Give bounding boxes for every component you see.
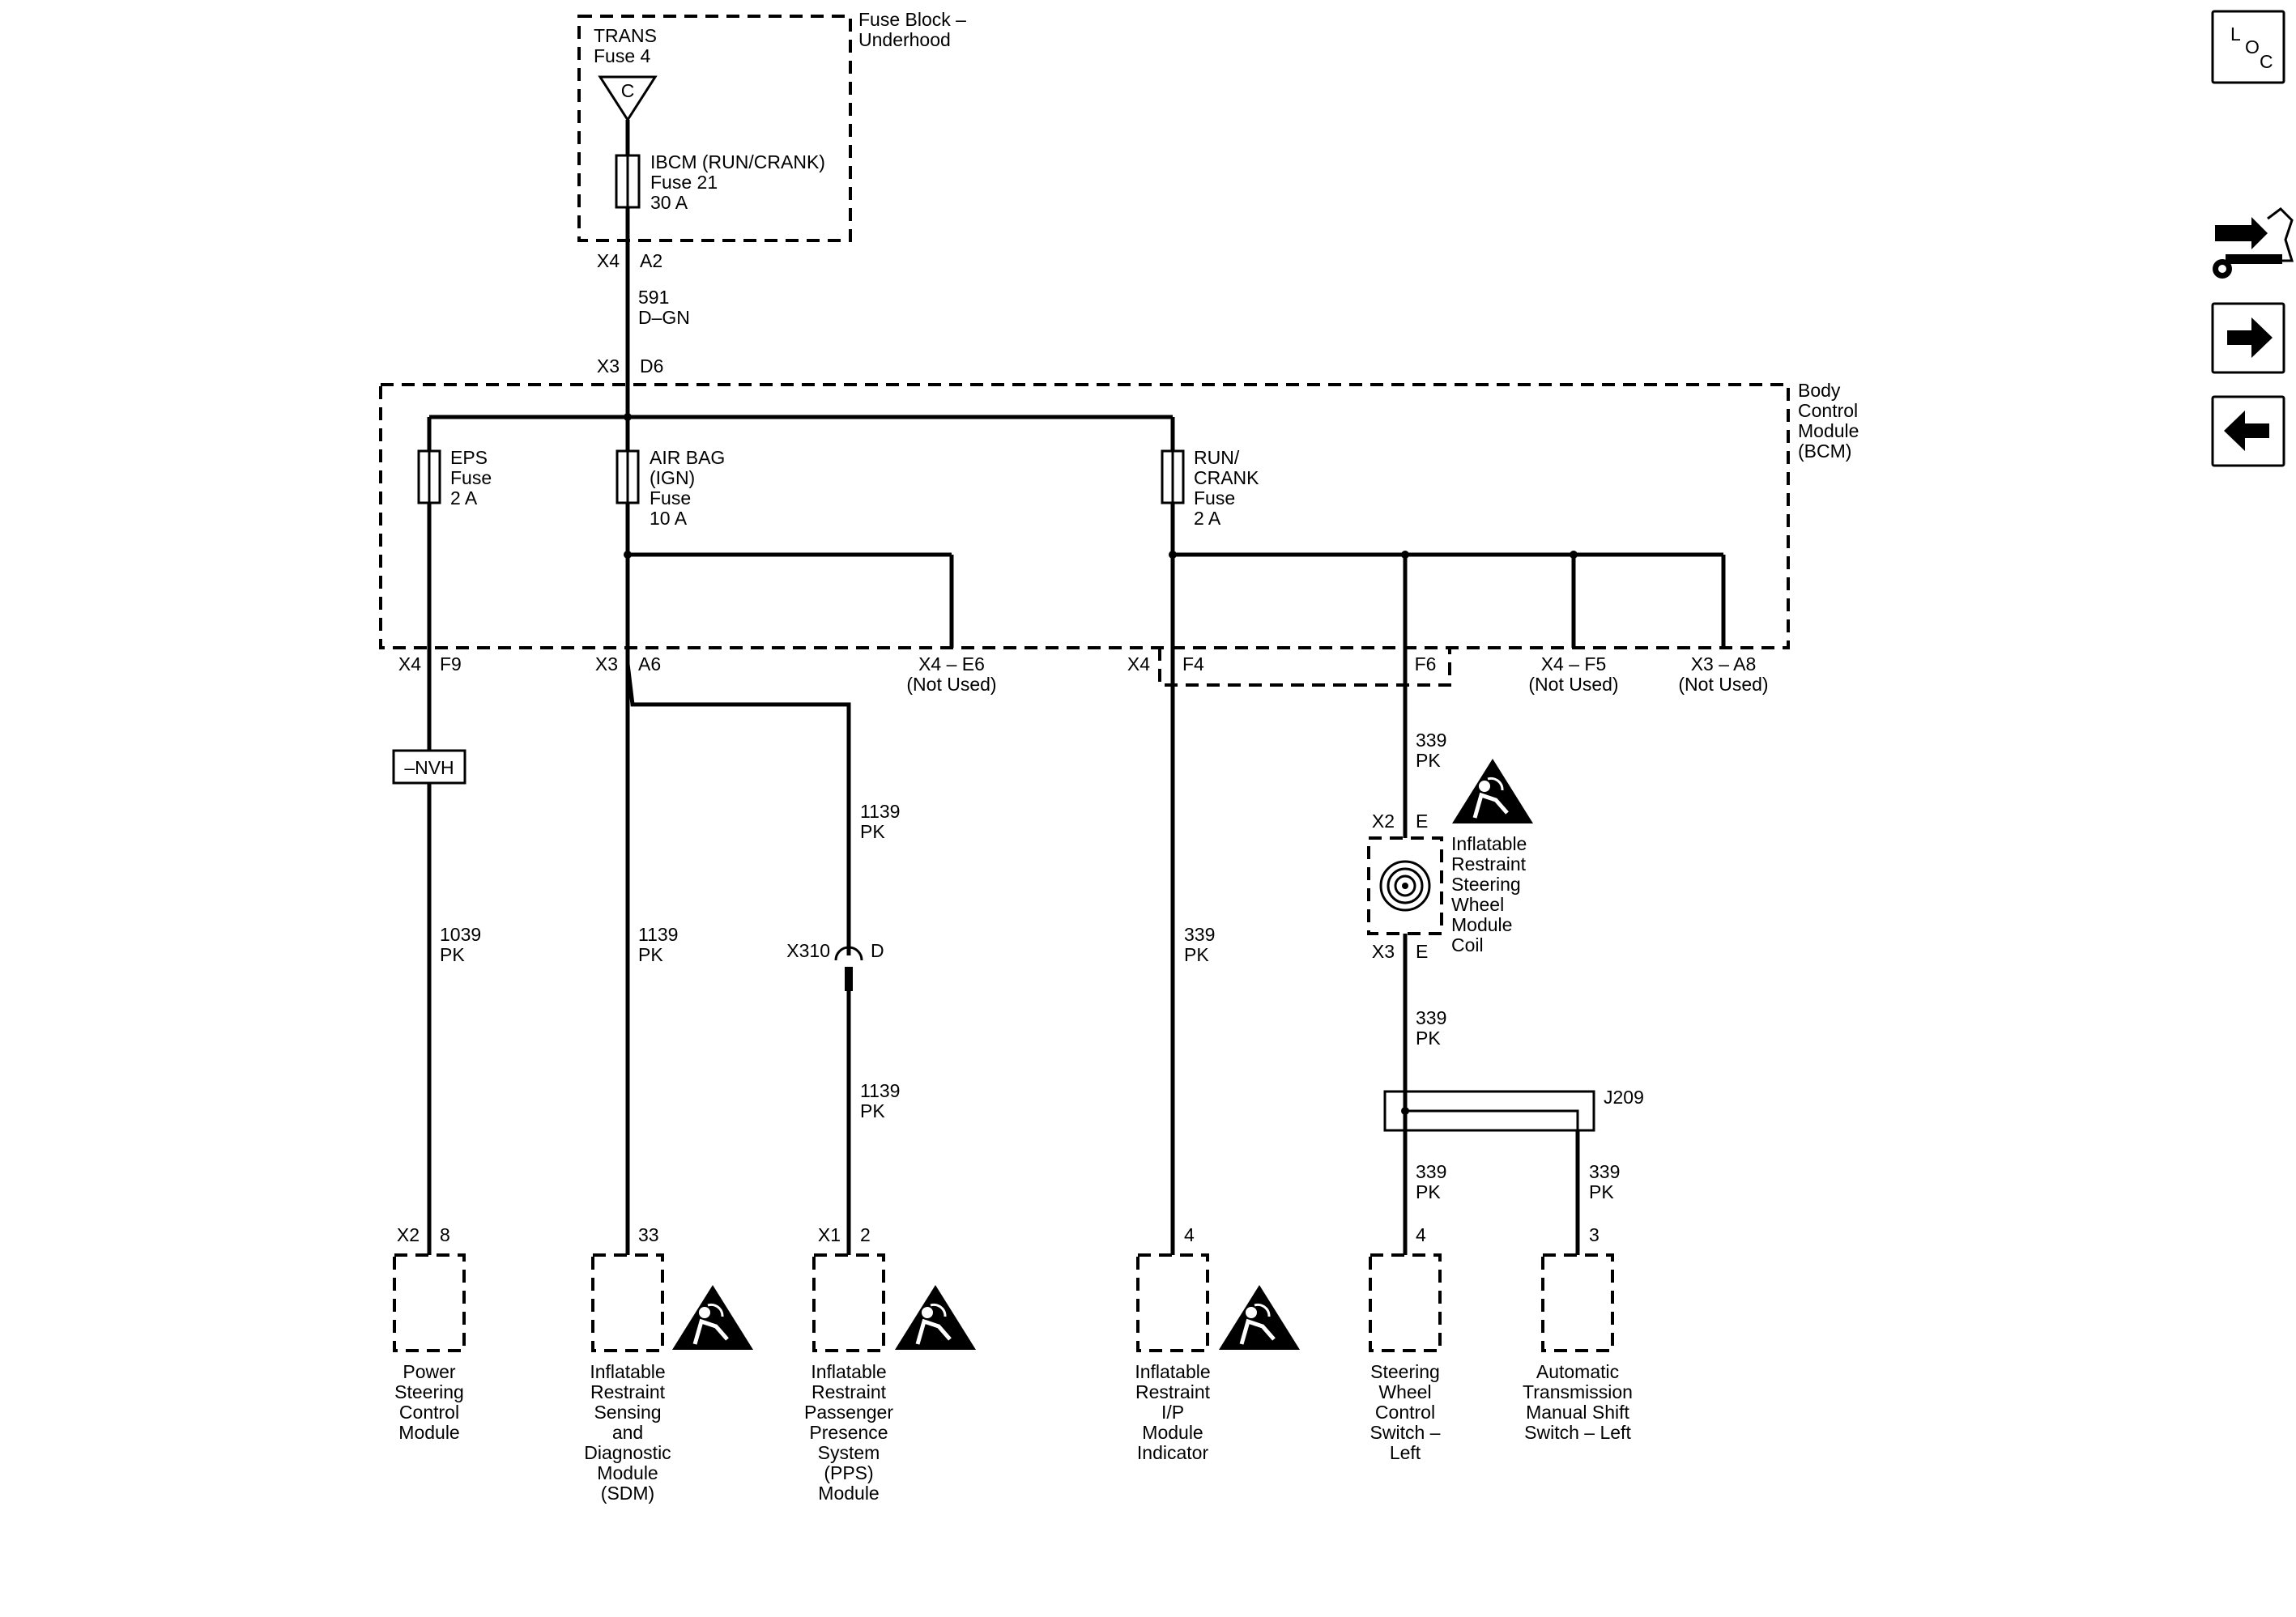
fuse-block-out-pin: A2 <box>640 250 662 271</box>
swc-pin: 4 <box>1416 1224 1426 1245</box>
runcrank-pin: F4 <box>1182 653 1204 674</box>
coil-top-pin: E <box>1416 811 1428 832</box>
pps-connector: X1 <box>818 1224 841 1245</box>
component-locator-button[interactable]: L O C <box>2211 10 2285 84</box>
ipm-pin: 4 <box>1184 1224 1195 1245</box>
bcm-in-connector: X3 <box>597 355 620 377</box>
previous-page-button[interactable] <box>2211 395 2285 467</box>
trans-manual-shift-switch <box>1541 1253 1614 1352</box>
sdm-module <box>591 1253 664 1352</box>
sdm-pin: 33 <box>638 1224 659 1245</box>
psm-pin: 8 <box>440 1224 450 1245</box>
service-tools-icon[interactable] <box>2213 207 2294 279</box>
airbag-warning-icon <box>895 1285 976 1350</box>
eps-pin: F9 <box>440 653 462 674</box>
f5-not-used: X4 – F5(Not Used) <box>1528 653 1618 695</box>
airbag-pin: A6 <box>638 653 661 674</box>
wire-1139-pps-upper <box>625 663 851 947</box>
pps-pin: 2 <box>860 1224 871 1245</box>
bcm-outline <box>379 383 1790 649</box>
airbag-warning-icon <box>1219 1285 1300 1350</box>
loc-letter-o: O <box>2245 36 2260 57</box>
loc-letter-c: C <box>2260 51 2273 72</box>
steering-wheel-control-switch <box>1369 1253 1442 1352</box>
coil-bottom-connector: X3 <box>1372 941 1395 962</box>
next-arrow-icon <box>2227 317 2273 358</box>
fuse-block-outline <box>577 15 852 242</box>
j209-splice <box>1383 1090 1595 1132</box>
x310-pin: D <box>871 940 884 961</box>
j209-label: J209 <box>1604 1087 1644 1108</box>
x310-label: X310 <box>786 940 830 961</box>
airbag-warning-icon <box>672 1285 753 1350</box>
e6-not-used: X4 – E6(Not Used) <box>906 653 996 695</box>
coil-bottom-pin: E <box>1416 941 1428 962</box>
bcm-in-pin: D6 <box>640 355 663 377</box>
psm-connector: X2 <box>397 1224 420 1245</box>
connector-c-letter: C <box>621 80 635 101</box>
previous-arrow-icon <box>2224 411 2269 451</box>
next-page-button[interactable] <box>2211 302 2285 374</box>
pps-module <box>812 1253 885 1352</box>
airbag-pin-connector: X3 <box>595 653 618 674</box>
connector-c-triangle <box>598 75 658 122</box>
a8-not-used: X3 – A8(Not Used) <box>1678 653 1768 695</box>
fuse-block-label: Fuse Block –Underhood <box>858 9 966 50</box>
x4-connector-box <box>1158 648 1451 687</box>
runcrank-pin-connector: X4 <box>1127 653 1150 674</box>
fuse-block-out-connector: X4 <box>597 250 620 271</box>
ip-indicator-module <box>1136 1253 1209 1352</box>
loc-letter-l: L <box>2230 23 2241 45</box>
eps-pin-connector: X4 <box>398 653 421 674</box>
power-steering-module <box>393 1253 466 1352</box>
clockspring-icon <box>1379 860 1431 912</box>
airbag-warning-icon <box>1452 759 1533 823</box>
f6-pin: F6 <box>1415 653 1437 674</box>
atm-pin: 3 <box>1589 1224 1600 1245</box>
nvh-label: –NVH <box>404 757 454 778</box>
coil-top-connector: X2 <box>1372 811 1395 832</box>
